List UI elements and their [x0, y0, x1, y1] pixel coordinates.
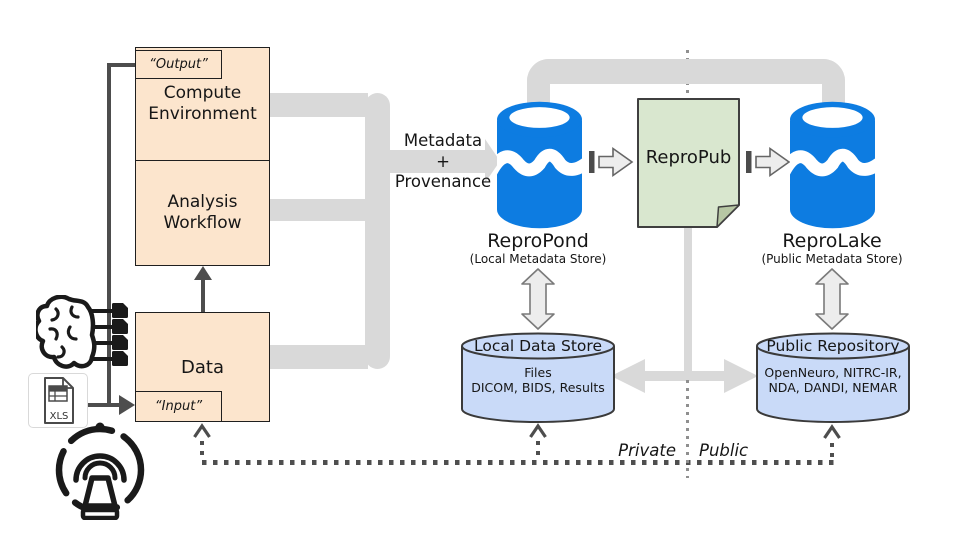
- repropub-label-wrap: ReproPub: [637, 98, 740, 216]
- dotted-branch-public-repo: [830, 443, 834, 459]
- analysis-workflow-label-line2: Workflow: [163, 213, 242, 233]
- reprolake-database-icon: [790, 101, 875, 229]
- repropub-name: ReproPub: [645, 146, 732, 168]
- pond-store-sync-arrow-icon: [521, 268, 555, 330]
- pond-to-pub-arrow-icon: [589, 146, 634, 178]
- flow-band-compute: [268, 93, 368, 117]
- chevron-up-local-store-icon: [529, 423, 547, 438]
- private-zone-label: Private: [618, 441, 676, 460]
- chevron-up-input-icon: [193, 423, 211, 438]
- output-tag-box: “Output”: [135, 50, 222, 79]
- compute-environment-label-line2: Environment: [148, 104, 257, 124]
- local-data-store-title: Local Data Store: [473, 337, 602, 355]
- metadata-label-line1: Metadata: [403, 131, 483, 150]
- output-tag-label: “Output”: [149, 57, 208, 72]
- analysis-workflow-box: Analysis Workflow: [135, 160, 270, 266]
- flow-sync-head-right: [724, 359, 758, 393]
- flow-sync-shaft: [642, 371, 728, 381]
- dotted-branch-local-store: [536, 441, 540, 459]
- xls-file-icon: XLS: [44, 377, 74, 424]
- flow-sync-head-left: [611, 359, 645, 393]
- data-to-analysis-arrowhead: [194, 266, 212, 280]
- reprolake-caption: ReproLake (Public Metadata Store): [752, 230, 912, 267]
- chevron-up-public-repo-icon: [823, 424, 841, 439]
- flow-band-data: [268, 345, 368, 369]
- repropond-database-icon: [497, 101, 582, 229]
- repropub-note-icon: [637, 98, 740, 228]
- xls-label: XLS: [50, 411, 69, 422]
- data-box-label: Data: [181, 356, 224, 378]
- public-repository-title: Public Repository: [766, 337, 900, 355]
- public-repository-cylinder: [756, 332, 910, 423]
- public-repository-line1: OpenNeuro, NITRC-IR,: [764, 365, 902, 380]
- flow-collector-bar: [365, 93, 390, 369]
- boundary-dotted-line: [202, 460, 836, 465]
- dotted-branch-input: [200, 441, 204, 459]
- lake-repo-sync-arrow-icon: [815, 268, 849, 330]
- repropond-name: ReproPond: [487, 230, 589, 252]
- mri-scanner-icon: [55, 422, 145, 520]
- flow-pub-drop-line: [684, 227, 692, 376]
- metadata-label-line2: +: [436, 151, 450, 171]
- input-connector-line: [84, 403, 120, 407]
- brain-data-icon: [36, 295, 128, 369]
- local-data-store-cylinder: [461, 332, 615, 423]
- feedback-line-top: [107, 63, 137, 67]
- local-data-store-line2: DICOM, BIDS, Results: [471, 379, 605, 395]
- flow-metadata-band: [386, 150, 486, 173]
- metadata-label-line3: Provenance: [394, 172, 492, 191]
- reprolake-subtitle: (Public Metadata Store): [761, 252, 903, 266]
- public-zone-label: Public: [699, 441, 749, 460]
- xls-file-card: XLS: [28, 373, 88, 428]
- divider-dotted-bottom: [686, 380, 689, 478]
- repropond-subtitle: (Local Metadata Store): [469, 252, 607, 266]
- input-tag-label: “Input”: [154, 399, 203, 414]
- metadata-provenance-label: Metadata + Provenance: [383, 131, 503, 193]
- feedback-line-vertical: [107, 63, 111, 407]
- public-repository-body: OpenNeuro, NITRC-IR, NDA, DANDI, NEMAR: [747, 365, 919, 395]
- local-data-store-line1: Files: [524, 365, 552, 380]
- local-data-store-body: Files DICOM, BIDS, Results: [452, 365, 624, 395]
- flow-top-connector: [527, 59, 845, 115]
- input-arrowhead: [119, 395, 135, 415]
- public-repository-line2: NDA, DANDI, NEMAR: [768, 379, 898, 395]
- compute-environment-label-line1: Compute: [163, 83, 242, 103]
- analysis-workflow-label-line1: Analysis: [167, 192, 238, 212]
- input-tag-box: “Input”: [135, 391, 222, 422]
- data-to-analysis-arrow-shaft: [201, 280, 205, 312]
- repropond-caption: ReproPond (Local Metadata Store): [458, 230, 618, 267]
- flow-band-analysis: [268, 199, 368, 221]
- pub-to-lake-arrow-icon: [746, 146, 791, 178]
- reprolake-name: ReproLake: [782, 230, 882, 252]
